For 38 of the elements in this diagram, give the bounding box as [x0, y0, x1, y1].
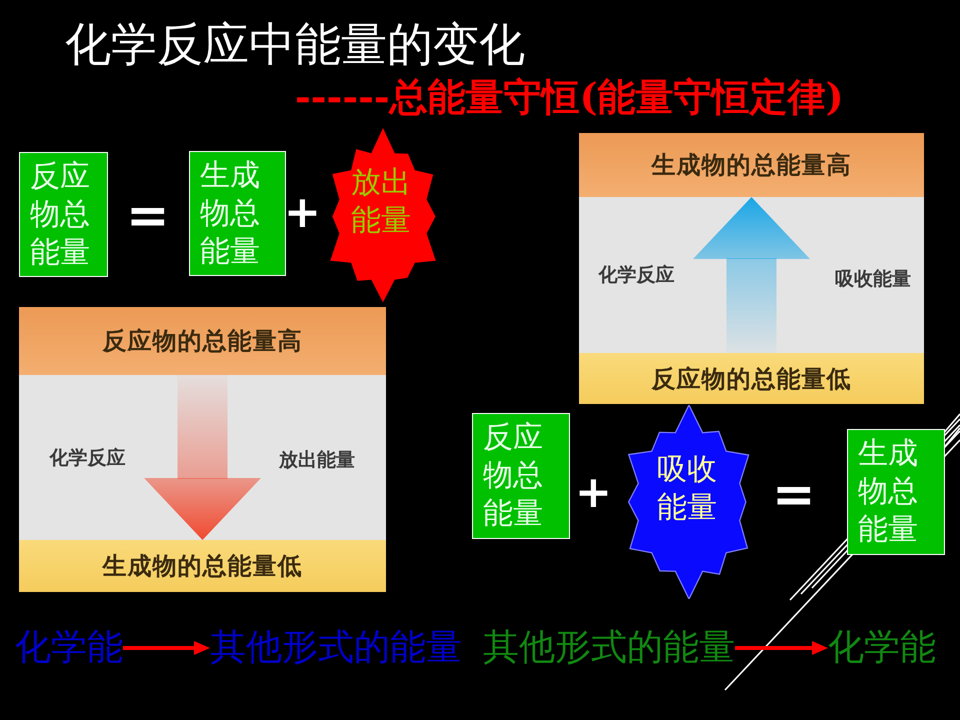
energy-term-text: 反应物总能量 — [483, 419, 544, 533]
energy-term-box — [472, 413, 570, 539]
energy-term-text: 生成物总能量 — [858, 435, 919, 549]
energy-level-text: 生成物的总能量高 — [652, 150, 852, 180]
energy-form-text: 化学能 — [15, 627, 123, 669]
slide-title: 化学反应中能量的变化 — [65, 16, 525, 72]
block-arrow — [693, 197, 810, 353]
energy-level-band — [19, 540, 386, 592]
equals-sign: = — [772, 469, 816, 521]
block-arrow — [144, 375, 261, 540]
arrow — [735, 641, 828, 655]
energy-level-text: 生成物的总能量低 — [102, 551, 302, 581]
energy-level-text: 反应物的总能量低 — [652, 364, 852, 394]
energy-term-box — [847, 429, 945, 555]
energy-level-text: 反应物的总能量高 — [102, 326, 302, 356]
energy-term-box — [19, 152, 108, 277]
slide-subtitle: ------总能量守恒(能量守恒定律) — [295, 74, 844, 120]
edge-label: 化学反应 — [50, 446, 126, 470]
energy-change-text: 吸收能量 — [657, 451, 718, 527]
side-note: 吸收能量 — [835, 267, 911, 291]
energy-form-text: 化学能 — [828, 627, 936, 669]
energy-term-box — [189, 151, 286, 276]
energy-form-text: 其他形式的能量 — [210, 627, 462, 669]
energy-diagram-panel — [19, 307, 386, 592]
plus-sign: + — [284, 191, 321, 235]
plus-sign: + — [575, 471, 612, 515]
energy-change-text: 放出能量 — [351, 164, 412, 240]
energy-level-band — [579, 353, 924, 404]
energy-term-text: 反应物总能量 — [30, 158, 91, 272]
side-note: 放出能量 — [279, 448, 355, 472]
energy-level-band — [579, 133, 924, 197]
arrow — [123, 641, 210, 655]
energy-level-band — [19, 307, 386, 375]
energy-form-text: 其他形式的能量 — [483, 627, 735, 669]
equals-sign: = — [126, 190, 170, 242]
energy-term-text: 生成物总能量 — [200, 157, 261, 271]
energy-diagram-panel — [579, 133, 924, 404]
edge-label: 化学反应 — [598, 263, 674, 287]
